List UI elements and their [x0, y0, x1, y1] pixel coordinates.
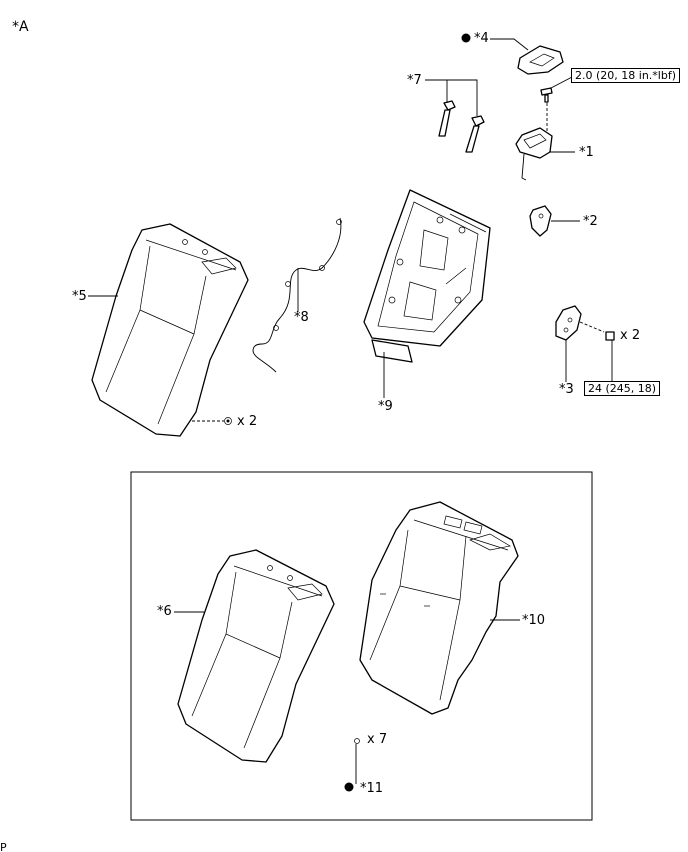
- part-label-3: *3: [559, 382, 574, 397]
- bolt-icon: [605, 331, 615, 341]
- non-reusable-dot-icon: [461, 33, 471, 43]
- quantity-bolt: x 2: [620, 328, 641, 343]
- inset-frame: [130, 471, 593, 821]
- part-4-cover: [517, 45, 564, 75]
- torque-spec-bolt: 24 (245, 18): [584, 381, 661, 396]
- part-label-6: *6: [157, 604, 172, 619]
- quantity-hog-ring: x 7: [367, 732, 388, 747]
- part-7-pins: [438, 100, 485, 153]
- view-label: *A: [12, 19, 29, 35]
- part-label-7: *7: [407, 73, 422, 88]
- part-label-4: *4: [474, 31, 489, 46]
- non-reusable-dot-icon: [344, 782, 354, 792]
- corner-label: P: [0, 841, 7, 852]
- part-label-11: *11: [360, 781, 384, 796]
- part-label-1: *1: [579, 145, 594, 160]
- part-label-5: *5: [72, 289, 87, 304]
- part-2-bracket: [529, 205, 552, 237]
- part-5-seatback-cover: [91, 223, 249, 437]
- part-6-seatback-cover: [177, 549, 335, 763]
- part-label-2: *2: [583, 214, 598, 229]
- part-9-seatback-frame: [363, 189, 491, 363]
- screw-icon: [540, 87, 553, 103]
- hog-ring-icon: [354, 738, 360, 744]
- quantity-clip: x 2: [237, 414, 258, 429]
- part-10-seatback-pad: [359, 501, 519, 715]
- part-1-lock: [515, 127, 553, 181]
- part-label-8: *8: [294, 310, 309, 325]
- part-8-cable: [252, 217, 342, 373]
- part-label-9: *9: [378, 399, 393, 414]
- part-label-10: *10: [522, 613, 546, 628]
- part-3-hinge: [555, 305, 582, 341]
- torque-spec-screw: 2.0 (20, 18 in.*lbf): [571, 68, 680, 83]
- clip-icon: [224, 417, 232, 425]
